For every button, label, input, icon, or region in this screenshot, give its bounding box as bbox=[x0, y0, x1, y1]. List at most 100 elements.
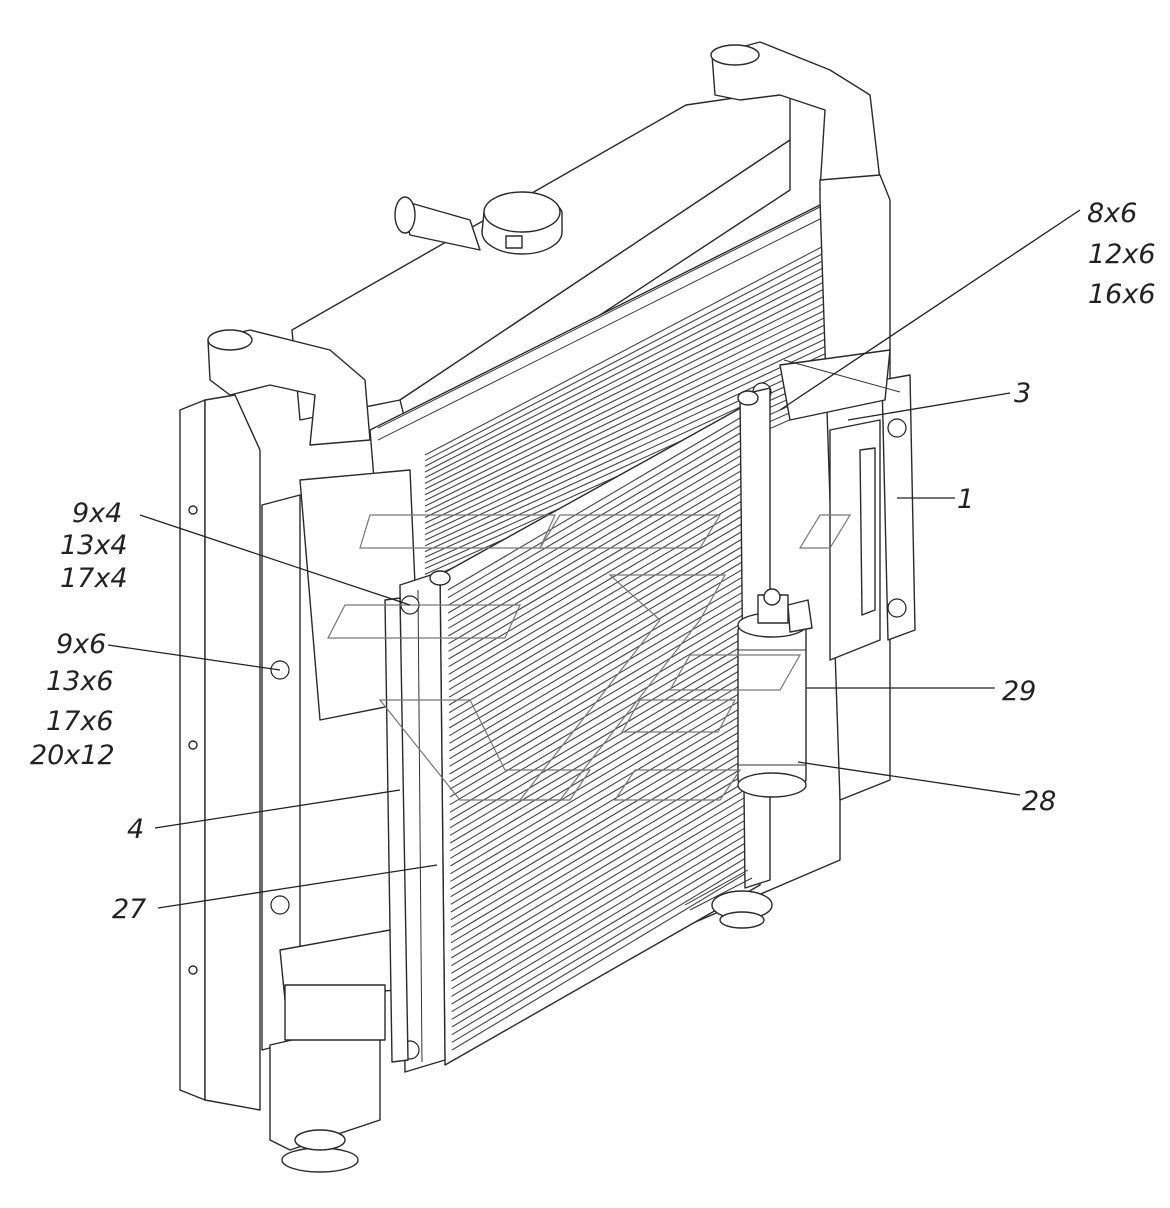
core-fin-line bbox=[424, 312, 836, 513]
condenser-fin-line bbox=[451, 841, 749, 1020]
condenser-fin-line bbox=[450, 726, 748, 905]
leader-4 bbox=[154, 789, 401, 829]
core-fin-line bbox=[424, 326, 836, 524]
leader-9x6 bbox=[107, 644, 281, 671]
receiver-dryer bbox=[737, 588, 813, 798]
filler-cap bbox=[394, 191, 563, 255]
condenser-fin-line bbox=[447, 422, 746, 599]
condenser-fin-line bbox=[450, 772, 748, 951]
condenser-fin-line bbox=[447, 429, 746, 606]
condenser-fin-line bbox=[447, 444, 746, 622]
condenser-fin-line bbox=[449, 658, 747, 836]
condenser-fin-line bbox=[449, 620, 747, 798]
condenser-fin-line bbox=[449, 574, 747, 752]
callout-17x4: 17x4 bbox=[60, 563, 128, 594]
condenser-fin-line bbox=[451, 795, 748, 974]
core-fin-line bbox=[424, 239, 836, 456]
condenser-fin-line bbox=[448, 536, 747, 714]
right-bracket bbox=[829, 374, 916, 661]
core-fin-line bbox=[424, 246, 836, 462]
condenser-fin-line bbox=[448, 505, 746, 683]
condenser-fin-line bbox=[448, 467, 746, 645]
condenser-fin-line bbox=[448, 483, 746, 660]
core-fin-line bbox=[424, 290, 836, 496]
condenser-fin-line bbox=[451, 810, 748, 990]
callout-28: 28 bbox=[1022, 786, 1056, 817]
condenser-fin-line bbox=[448, 452, 746, 629]
leader-27 bbox=[157, 864, 438, 909]
core-fin-line bbox=[424, 319, 836, 518]
leader-lines bbox=[107, 209, 1081, 909]
condenser-fin-line bbox=[450, 681, 748, 859]
callout-20x12: 20x12 bbox=[30, 740, 115, 771]
condenser-fin-line bbox=[448, 544, 747, 721]
leader-28 bbox=[797, 761, 1021, 796]
core-fin-line bbox=[424, 297, 836, 501]
leader-8x6 bbox=[779, 209, 1081, 411]
condenser-fin-line bbox=[450, 787, 748, 967]
condenser-fin-line bbox=[449, 627, 747, 806]
leader-3 bbox=[847, 392, 1011, 421]
core-fin-line bbox=[424, 334, 836, 530]
lower-fan-fins bbox=[284, 984, 386, 1041]
left-frame bbox=[179, 394, 396, 1173]
condenser-fin-line bbox=[451, 871, 749, 1051]
condenser-fin-line bbox=[451, 856, 749, 1036]
condenser-fin-line bbox=[451, 825, 748, 1005]
condenser-fin-line bbox=[450, 703, 748, 882]
watermark-logo bbox=[327, 514, 852, 801]
condenser-fin-line bbox=[449, 673, 747, 852]
core-fin-line bbox=[424, 261, 836, 473]
condenser-fin-line bbox=[448, 528, 747, 706]
condenser-fin-line bbox=[451, 848, 749, 1028]
condenser-fin-line bbox=[449, 612, 747, 790]
condenser-fin-line bbox=[450, 711, 748, 890]
condenser-fin-line bbox=[450, 742, 748, 921]
condenser-fin-line bbox=[447, 414, 746, 591]
callout-3: 3 bbox=[1014, 378, 1031, 409]
condenser bbox=[399, 387, 771, 1073]
core-fin-line bbox=[424, 275, 836, 484]
callout-13x6: 13x6 bbox=[46, 666, 114, 697]
core-fin-line bbox=[424, 283, 836, 490]
callout-29: 29 bbox=[1002, 676, 1036, 707]
callout-9x6: 9x6 bbox=[56, 629, 106, 660]
core-fin-line bbox=[424, 268, 836, 479]
callout-16x6: 16x6 bbox=[1088, 279, 1156, 310]
condenser-fin-line bbox=[451, 863, 749, 1043]
condenser-fin-line bbox=[450, 764, 748, 944]
callout-17x6: 17x6 bbox=[46, 706, 114, 737]
lower-right-foot bbox=[711, 890, 773, 929]
condenser-fin-line bbox=[449, 589, 747, 767]
core-fin-line bbox=[424, 254, 836, 467]
condenser-fin-line bbox=[449, 650, 747, 829]
condenser-fin-line bbox=[449, 665, 747, 844]
condenser-fin-line bbox=[449, 566, 747, 744]
condenser-fin-line bbox=[448, 521, 746, 698]
callout-labels: 8x6 12x6 16x6 3 1 9x4 13x4 17x4 9x6 13x6… bbox=[30, 198, 1156, 925]
condenser-fin-line bbox=[447, 437, 746, 614]
leader-9x4 bbox=[139, 514, 411, 606]
condenser-fin-line bbox=[450, 734, 748, 913]
callout-1: 1 bbox=[957, 484, 974, 515]
condenser-fin-line bbox=[449, 582, 747, 760]
condenser-fin-line bbox=[450, 749, 748, 928]
condenser-fin-line bbox=[448, 513, 746, 691]
condenser-fin-line bbox=[449, 635, 747, 813]
callout-8x6: 8x6 bbox=[1087, 198, 1137, 229]
callout-12x6: 12x6 bbox=[1088, 239, 1156, 270]
condenser-fin-line bbox=[449, 643, 747, 821]
callout-13x4: 13x4 bbox=[60, 530, 128, 561]
callout-27: 27 bbox=[112, 894, 146, 925]
condenser-fin-line bbox=[450, 688, 748, 867]
condenser-fin-line bbox=[451, 802, 748, 982]
condenser-fin-line bbox=[448, 559, 747, 737]
callout-4: 4 bbox=[127, 814, 144, 845]
core-fin-line bbox=[424, 348, 836, 541]
condenser-fin-line bbox=[450, 757, 748, 936]
condenser-fin-line bbox=[450, 696, 748, 875]
condenser-fin-line bbox=[449, 597, 747, 775]
core-fin-line bbox=[424, 341, 836, 536]
condenser-fin-line bbox=[450, 719, 748, 898]
